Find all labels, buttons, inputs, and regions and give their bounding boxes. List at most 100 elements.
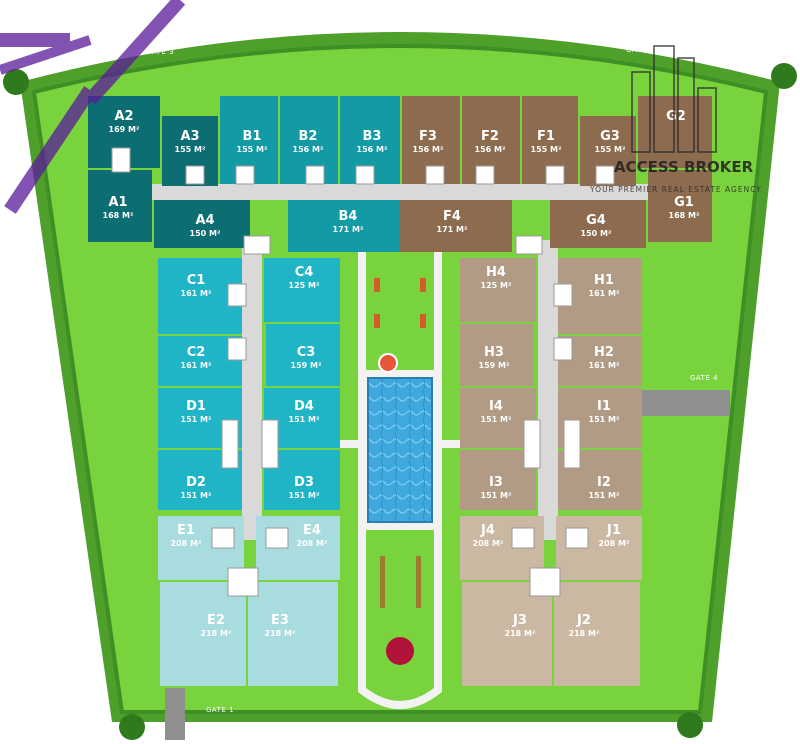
tree <box>771 63 797 89</box>
brand-tagline: YOUR PREMIER REAL ESTATE AGENCY <box>589 185 762 194</box>
unit-label: A3 <box>180 129 199 144</box>
unit-label: E2 <box>207 613 225 628</box>
unit-block <box>160 582 246 686</box>
unit[interactable]: I3 151 M² <box>460 450 536 510</box>
planter <box>374 278 380 292</box>
unit[interactable]: A1 168 M² <box>88 170 152 242</box>
gate-label: GATE 3 <box>146 48 174 56</box>
road-gate-4 <box>642 390 730 416</box>
unit[interactable]: E3 218 M² <box>248 582 338 686</box>
unit-area: 161 M² <box>589 361 620 370</box>
unit[interactable]: E2 218 M² <box>160 582 246 686</box>
unit-block <box>460 258 536 322</box>
unit[interactable]: F4 171 M² <box>400 200 512 252</box>
road-gate-1 <box>165 688 185 740</box>
unit-block <box>154 200 250 248</box>
unit-area: 156 M² <box>293 145 324 154</box>
unit-label: J1 <box>606 523 621 538</box>
unit-label: F4 <box>443 209 461 224</box>
unit-area: 159 M² <box>291 361 322 370</box>
unit-area: 208 M² <box>473 539 504 548</box>
unit-label: E3 <box>271 613 289 628</box>
unit-label: C2 <box>187 345 206 360</box>
unit[interactable]: A4 150 M² <box>154 200 250 248</box>
unit-area: 151 M² <box>481 491 512 500</box>
gate-label: GATE 1 <box>206 706 234 714</box>
unit[interactable]: E4 208 M² <box>256 516 340 580</box>
unit-label: H1 <box>594 273 614 288</box>
unit-area: 155 M² <box>531 145 562 154</box>
unit[interactable]: B4 171 M² <box>288 200 400 252</box>
unit-area: 161 M² <box>589 289 620 298</box>
tree <box>677 712 703 738</box>
unit-area: 218 M² <box>569 629 600 638</box>
unit-area: 150 M² <box>190 229 221 238</box>
stair-cores <box>111 147 615 597</box>
unit-area: 218 M² <box>505 629 536 638</box>
unit-area: 161 M² <box>181 361 212 370</box>
unit-label: E4 <box>303 523 321 538</box>
unit-block <box>460 388 536 448</box>
unit-label: D4 <box>294 399 314 414</box>
unit-label: H4 <box>486 265 506 280</box>
west-corridor <box>242 240 262 540</box>
unit[interactable]: J2 218 M² <box>554 582 640 686</box>
unit-label: C4 <box>295 265 314 280</box>
unit-area: 156 M² <box>357 145 388 154</box>
flower-bed-icon <box>386 637 414 665</box>
unit-block <box>462 582 552 686</box>
unit-label: G2 <box>666 109 686 124</box>
unit-area: 169 M² <box>109 125 140 134</box>
unit[interactable]: C4 125 M² <box>264 258 340 322</box>
unit-label: I2 <box>597 475 611 490</box>
unit[interactable]: J3 218 M² <box>462 582 552 686</box>
unit-label: I4 <box>489 399 503 414</box>
unit-label: B2 <box>299 129 318 144</box>
unit[interactable]: G1 168 M² <box>648 170 712 242</box>
unit-block <box>288 200 400 252</box>
unit-label: H2 <box>594 345 614 360</box>
unit-label: I3 <box>489 475 503 490</box>
planter <box>380 556 385 608</box>
purple-stripes-watermark <box>0 0 186 214</box>
planter <box>374 314 380 328</box>
unit-area: 208 M² <box>297 539 328 548</box>
unit[interactable]: C3 159 M² <box>266 324 340 386</box>
unit[interactable]: H4 125 M² <box>460 258 536 322</box>
unit-area: 155 M² <box>237 145 268 154</box>
unit-label: B1 <box>243 129 262 144</box>
unit-label: E1 <box>177 523 195 538</box>
unit-area: 161 M² <box>181 289 212 298</box>
gate-label: GATE 2 <box>626 46 654 54</box>
unit-block <box>460 324 534 386</box>
north-corridor <box>150 184 650 200</box>
unit-block <box>554 582 640 686</box>
unit-area: 150 M² <box>581 229 612 238</box>
unit[interactable]: G4 150 M² <box>550 200 646 248</box>
unit-area: 168 M² <box>669 211 700 220</box>
unit[interactable]: C2 161 M² <box>158 336 242 386</box>
unit-area: 125 M² <box>481 281 512 290</box>
planter <box>420 278 426 292</box>
unit-area: 151 M² <box>589 415 620 424</box>
tree <box>3 69 29 95</box>
unit-label: F2 <box>481 129 499 144</box>
unit-label: B4 <box>339 209 358 224</box>
unit-label: I1 <box>597 399 611 414</box>
garden-loop-path <box>358 248 442 709</box>
unit-label: D2 <box>186 475 206 490</box>
planter <box>420 314 426 328</box>
unit-label: G3 <box>600 129 620 144</box>
unit-label: D1 <box>186 399 206 414</box>
unit-label: A2 <box>114 109 133 124</box>
unit-label: F1 <box>537 129 555 144</box>
unit-label: H3 <box>484 345 504 360</box>
unit-area: 155 M² <box>595 145 626 154</box>
city-skyline-icon <box>631 45 717 153</box>
unit-area: 151 M² <box>181 415 212 424</box>
unit[interactable]: I4 151 M² <box>460 388 536 448</box>
unit-label: J2 <box>576 613 591 628</box>
unit-label: G1 <box>674 195 694 210</box>
unit[interactable]: H3 159 M² <box>460 324 534 386</box>
